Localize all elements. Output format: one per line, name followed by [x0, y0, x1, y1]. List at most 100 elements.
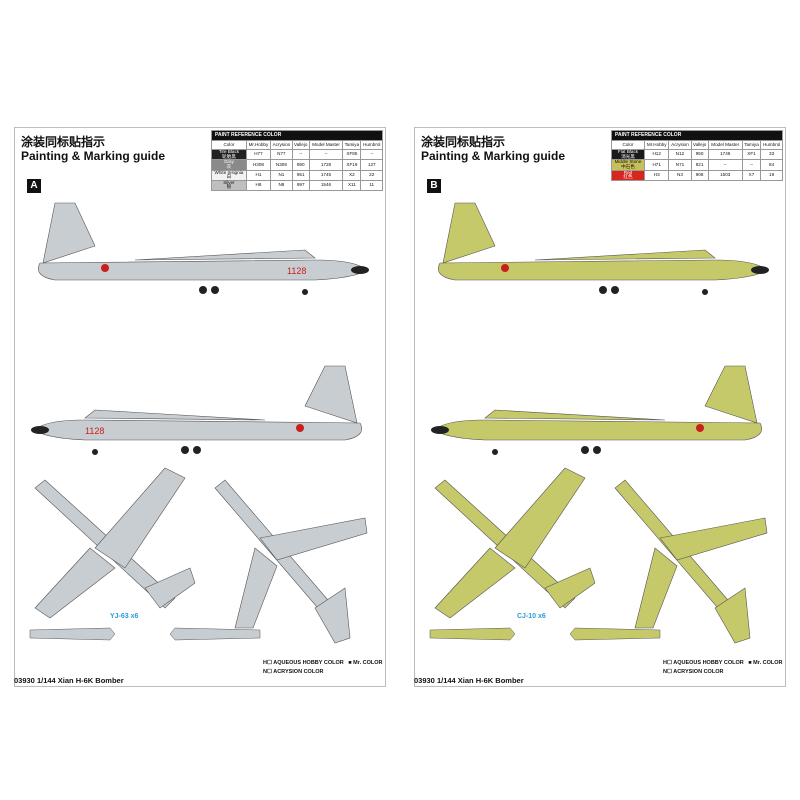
legend-hobby: H☐ AQUEOUS HOBBY COLOR ■ Mr. COLOR [663, 660, 783, 666]
main-gear-bottom [193, 446, 201, 454]
paint-code-cell: 11 [360, 179, 383, 191]
paint-code-cell: 821 [690, 159, 709, 171]
serial-number-bottom: 1128 [85, 426, 104, 436]
wing-bottom [84, 409, 266, 421]
tail-fin-bottom [304, 365, 358, 424]
scheme-letter: A [27, 179, 41, 193]
paint-table-header: Tamiya [741, 139, 762, 151]
painting-guide-sheet-b: 涂装同标贴指示 Painting & Marking guide B PAINT… [414, 127, 786, 687]
paint-table-header: Acrysion [270, 139, 293, 151]
nose-gear-top [302, 289, 308, 295]
footer-left: 03930 1/144 Xian H-6K Bomber [14, 676, 124, 685]
star-roundel-bottom [296, 424, 304, 432]
title-chinese: 涂装同标贴指示 [421, 135, 506, 149]
paint-code-cell: H308 [245, 159, 272, 171]
paint-table-caption: PAINT REFERENCE COLOR [211, 130, 383, 141]
nose-radome-bottom [31, 426, 49, 434]
painting-guide-sheet-a: 涂装同标贴指示 Painting & Marking guide A PAINT… [14, 127, 386, 687]
wing-bottom [484, 409, 666, 421]
tailplane-plan-right [314, 587, 351, 644]
main-gear-top [211, 286, 219, 294]
paint-code-cell: 1749 [707, 149, 743, 161]
tail-fin-bottom [704, 365, 758, 424]
paint-table-caption: PAINT REFERENCE COLOR [611, 130, 783, 141]
tail-fin-top [442, 202, 496, 264]
wing-top [534, 249, 716, 261]
wing-top [134, 249, 316, 261]
fuselage-side-bottom [434, 419, 762, 441]
paint-table-header: Tamiya [342, 139, 362, 151]
paint-table-header: Mr.Hobby [245, 139, 272, 151]
paint-code-cell: N3 [668, 169, 692, 181]
missile-right [569, 627, 661, 641]
aircraft-views: 1128 1128 [29, 202, 369, 644]
aircraft-views [429, 202, 769, 644]
paint-table-header: Humbrol [360, 139, 383, 151]
paint-code-cell: N1 [270, 169, 293, 181]
footer-right: 03930 1/144 Xian H-6K Bomber [414, 676, 524, 685]
paint-code-cell: N71 [668, 159, 692, 171]
main-gear-top [599, 286, 607, 294]
main-gear-top [199, 286, 207, 294]
paint-table-header: Vallejo [291, 139, 310, 151]
paint-code-cell: 127 [360, 159, 383, 171]
paint-code-cell: -- [707, 159, 743, 171]
missile-label: CJ-10 x6 [517, 613, 546, 620]
nose-radome-top [351, 266, 369, 274]
legend-hobby: H☐ AQUEOUS HOBBY COLOR ■ Mr. COLOR [263, 660, 383, 666]
paint-code-cell: X7 [741, 169, 762, 181]
tail-fin-top [42, 202, 96, 264]
missile-left [29, 627, 116, 641]
paint-code-cell: H1 [245, 169, 272, 181]
paint-code-cell: -- [291, 149, 310, 161]
paint-code-cell: 84 [760, 159, 783, 171]
paint-code-cell: 1728 [308, 159, 344, 171]
paint-code-cell: N77 [270, 149, 293, 161]
tailplane-plan-left [544, 567, 596, 609]
paint-code-cell: 1503 [707, 169, 743, 181]
paint-code-cell: XF85 [342, 149, 362, 161]
paint-code-cell: X11 [342, 179, 362, 191]
paint-code-cell: XF1 [741, 149, 762, 161]
legend-acrysion: N☐ ACRYSION COLOR [263, 669, 324, 675]
paint-code-cell: 950 [690, 149, 709, 161]
nose-gear-bottom [492, 449, 498, 455]
paint-table-header: Mr.Hobby [643, 139, 670, 151]
legend-acrysion: N☐ ACRYSION COLOR [663, 669, 724, 675]
wing-plan-right-lower [234, 547, 278, 629]
tailplane-plan-right [714, 587, 751, 644]
main-gear-bottom [593, 446, 601, 454]
title-english: Painting & Marking guide [421, 149, 566, 163]
nose-gear-bottom [92, 449, 98, 455]
paint-code-cell: 33 [760, 149, 783, 161]
serial-number-top: 1128 [287, 266, 306, 276]
star-roundel-bottom [696, 424, 704, 432]
main-gear-bottom [581, 446, 589, 454]
paint-code-cell: 908 [690, 169, 709, 181]
paint-table-header: Humbrol [760, 139, 783, 151]
paint-code-cell: 22 [360, 169, 383, 181]
missile-label: YJ-63 x6 [110, 613, 139, 620]
paint-code-cell: 1745 [308, 169, 344, 181]
paint-code-cell: -- [308, 149, 344, 161]
paint-code-cell: H77 [245, 149, 272, 161]
title-chinese: 涂装同标贴指示 [21, 135, 106, 149]
paint-code-cell: -- [741, 159, 762, 171]
wing-plan-left-upper [94, 467, 186, 569]
paint-table-header: Model Master [707, 139, 743, 151]
scheme-letter: B [427, 179, 441, 193]
paint-table-header: Model Master [308, 139, 344, 151]
